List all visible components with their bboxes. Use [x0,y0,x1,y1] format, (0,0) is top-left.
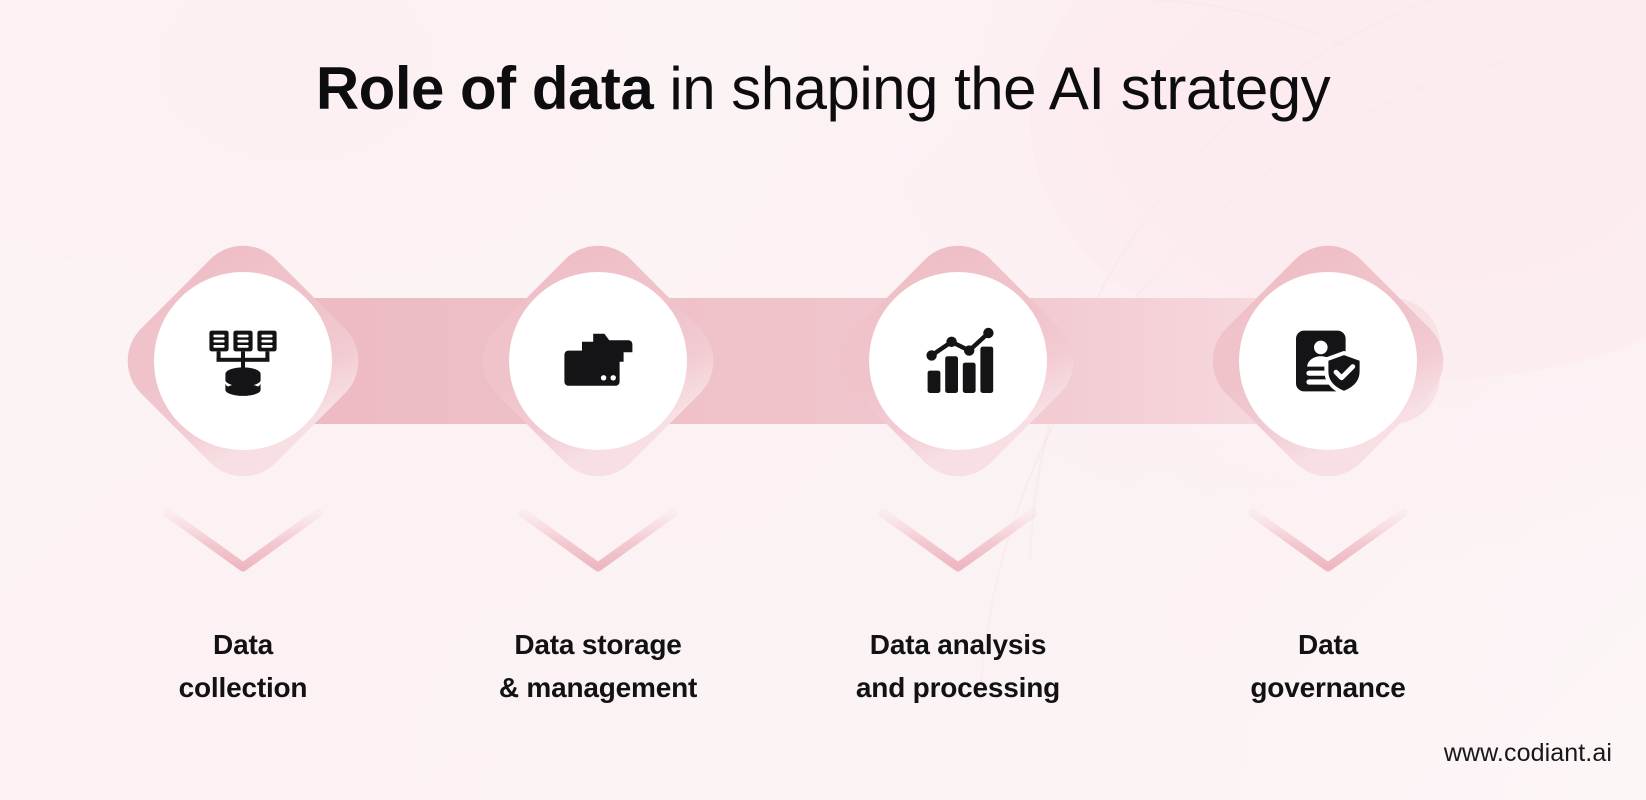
page-title-bold: Role of data [315,55,654,122]
step-label-2: Data storage & management [433,624,763,709]
step-label-2-line2: & management [498,671,698,703]
stacked-folders-icon [564,333,633,386]
page-title: Role of data in shaping the AI strategy [0,56,1646,122]
step-node-2[interactable] [509,272,687,450]
step-label-3-line1: Data analysis [869,629,1047,660]
data-collection-servers-database-icon [209,330,277,396]
step-label-1-line1: Data [213,629,273,660]
document-person-shield-check-icon [1296,330,1364,396]
step-labels: Data collection Data storage & managemen… [0,624,1646,734]
step-label-1-line2: collection [178,671,308,703]
step-label-3: Data analysis and processing [793,624,1123,709]
step-label-1: Data collection [78,624,408,709]
step-label-2-line1: Data storage [514,629,682,660]
step-label-4-line1: Data [1298,629,1358,660]
page-title-light: in shaping the AI strategy [653,55,1331,122]
process-chain [0,200,1646,530]
step-node-3[interactable] [869,272,1047,450]
site-url[interactable]: www.codiant.ai [1443,739,1612,767]
step-node-1[interactable] [154,272,332,450]
step-label-4-line2: governance [1250,671,1406,703]
bar-chart-trend-line-icon [926,327,994,393]
step-label-3-line2: and processing [855,671,1061,703]
step-node-4[interactable] [1239,272,1417,450]
step-label-4: Data governance [1163,624,1493,709]
